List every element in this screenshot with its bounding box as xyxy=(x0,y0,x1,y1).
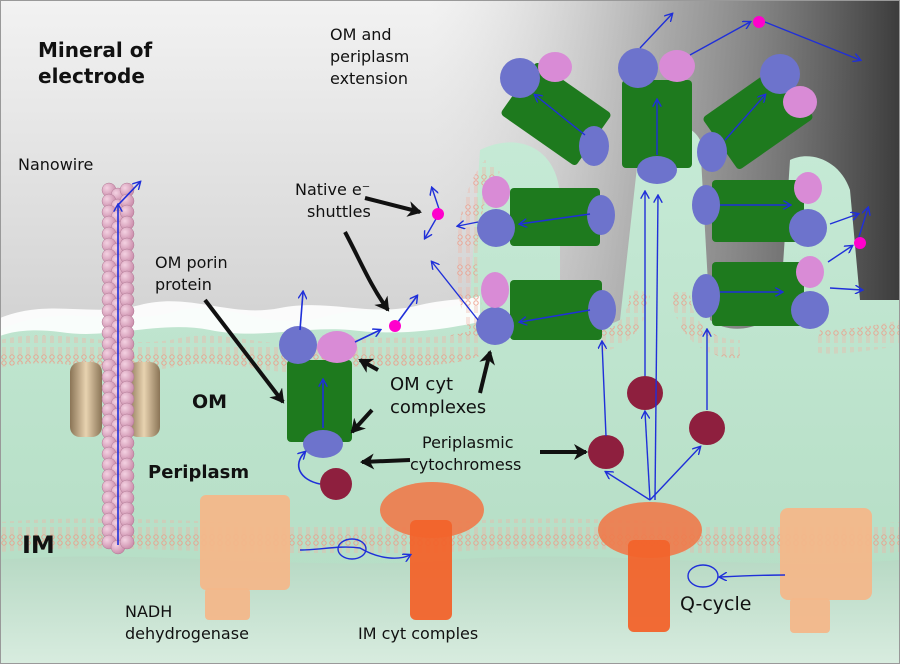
im-cyt-label: IM cyt comples xyxy=(358,624,478,643)
om-cyt-complexes-label-line1: OM cyt xyxy=(390,374,453,395)
nadh-label-line2: dehydrogenase xyxy=(125,624,249,643)
electron-flow-arrows xyxy=(299,14,868,577)
periplasmic-cyt-label-line1: Periplasmic xyxy=(422,433,514,452)
om-extension-label-line3: extension xyxy=(330,69,408,88)
right-im-protein xyxy=(780,508,872,633)
om-porin-protein xyxy=(70,362,160,437)
porin-label-line2: protein xyxy=(155,275,212,294)
om-cyt-complexes-label-line2: complexes xyxy=(390,397,486,418)
periplasmic-cyt-label-line2: cytochromess xyxy=(410,455,521,474)
q-cycle-loop-left xyxy=(337,538,367,560)
im-cyt-complex-left xyxy=(380,482,484,620)
om-cyt-complex-ext-3 xyxy=(500,52,611,166)
peri-to-omcyt-arrow xyxy=(299,452,321,485)
im-cyt-complex-right xyxy=(598,502,702,632)
nadh-dehydrogenase xyxy=(200,495,290,620)
om-cyt-arrow-out xyxy=(300,292,303,331)
im-label: IM xyxy=(22,531,55,559)
nanowire-arrow-exit xyxy=(117,182,140,206)
om-extension-mid2-bilayer xyxy=(672,292,740,359)
q-cycle-label: Q-cycle xyxy=(680,593,751,615)
om-extension-left-bilayer xyxy=(456,160,500,332)
om-cyt-complex-surface xyxy=(279,326,357,500)
om-cyt-complex-ext-5 xyxy=(692,172,827,247)
periplasmic-cytochromes xyxy=(588,376,725,469)
om-cyt-complex-ext-6 xyxy=(692,256,829,329)
native-shuttles-label-line1: Native e⁻ xyxy=(295,180,370,199)
mineral-label-line2: electrode xyxy=(38,64,145,88)
periplasm-label: Periplasm xyxy=(148,462,249,483)
om-cyt-complex-ext-top xyxy=(618,48,695,184)
nanowire-bead xyxy=(119,534,135,550)
native-shuttle-dots xyxy=(432,16,866,249)
shuttle-dot-1 xyxy=(389,320,401,332)
nadh-label-line1: NADH xyxy=(125,602,172,621)
porin-label-line1: OM porin xyxy=(155,253,228,272)
om-extension-label-line2: periplasm xyxy=(330,47,409,66)
nanowire-label: Nanowire xyxy=(18,155,93,174)
mineral-label-line1: Mineral of xyxy=(38,38,152,62)
q-cycle-loop-right xyxy=(687,564,719,588)
shuttle-arrow-1 xyxy=(397,296,417,323)
om-cyt-complex-ext-1 xyxy=(476,272,616,345)
om-label: OM xyxy=(192,391,227,413)
om-right-bilayer xyxy=(815,320,900,354)
native-shuttles-label-line2: shuttles xyxy=(307,202,371,221)
om-extension-mid-bilayer xyxy=(598,290,650,352)
label-arrows xyxy=(203,196,588,470)
om-cyt-complex-ext-4 xyxy=(697,54,817,172)
pink-to-shuttle-arrow xyxy=(354,330,380,343)
om-extension-label-line1: OM and xyxy=(330,25,392,44)
om-cyt-complex-ext-2 xyxy=(477,176,615,247)
